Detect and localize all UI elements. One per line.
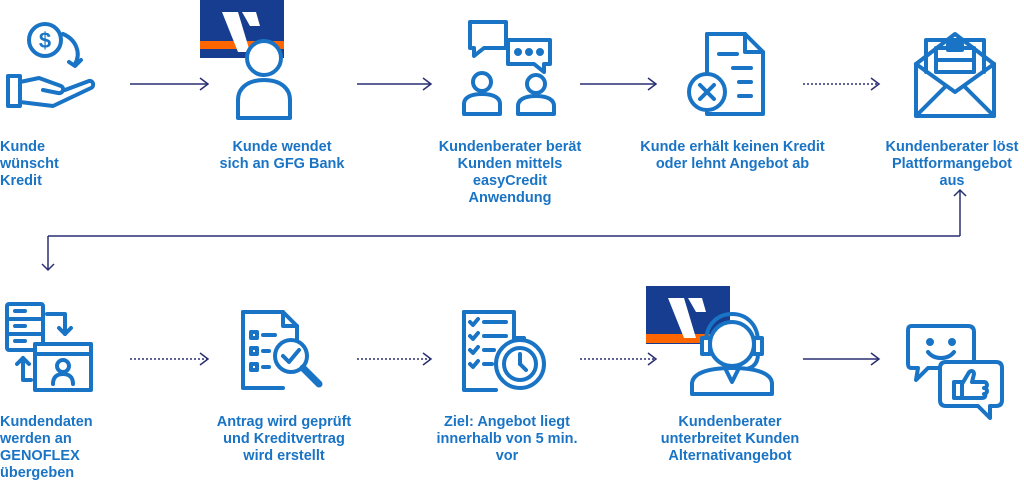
arrow-2-3 bbox=[357, 77, 433, 91]
step-1-label: Kunde wünscht Kredit bbox=[0, 139, 59, 189]
arrow-8-9 bbox=[580, 352, 658, 366]
arrow-6-7 bbox=[130, 352, 210, 366]
svg-text:$: $ bbox=[39, 28, 51, 53]
checklist-magnifier-icon bbox=[237, 310, 329, 394]
step-4-label: Kunde erhält keinen Kredit oder lehnt An… bbox=[640, 139, 825, 172]
step-3-label: Kundenberater berät Kunden mittels easyC… bbox=[438, 139, 582, 206]
step-5-label: Kundenberater löst Plattformangebot aus bbox=[885, 139, 1019, 189]
checklist-clock-icon bbox=[462, 310, 554, 394]
step-2-label: Kunde wendet sich an GFG Bank bbox=[219, 139, 345, 172]
step-8-label: Ziel: Angebot liegt innerhalb von 5 min.… bbox=[436, 414, 578, 464]
arrow-7-8 bbox=[357, 352, 433, 366]
data-transfer-icon bbox=[3, 300, 95, 396]
envelope-icon bbox=[912, 30, 998, 120]
arrow-9-10 bbox=[803, 352, 881, 366]
happy-feedback-icon bbox=[906, 322, 1006, 420]
bank-customer-icon bbox=[198, 0, 294, 125]
consultation-icon bbox=[460, 18, 560, 118]
step-7-label: Antrag wird geprüft und Kreditvertrag wi… bbox=[216, 414, 352, 464]
money-hand-icon: $ bbox=[5, 20, 97, 112]
connector-5-6 bbox=[41, 188, 967, 272]
arrow-3-4 bbox=[580, 77, 658, 91]
step-6-label: Kundendaten werden an GENOFLEX übergeben bbox=[0, 414, 93, 481]
rejected-document-icon bbox=[683, 32, 777, 118]
bank-advisor-headset-icon bbox=[646, 286, 774, 398]
step-9-label: Kundenberater unterbreitet Kunden Altern… bbox=[660, 414, 800, 464]
arrow-4-5 bbox=[803, 77, 881, 91]
arrow-1-2 bbox=[130, 77, 210, 91]
